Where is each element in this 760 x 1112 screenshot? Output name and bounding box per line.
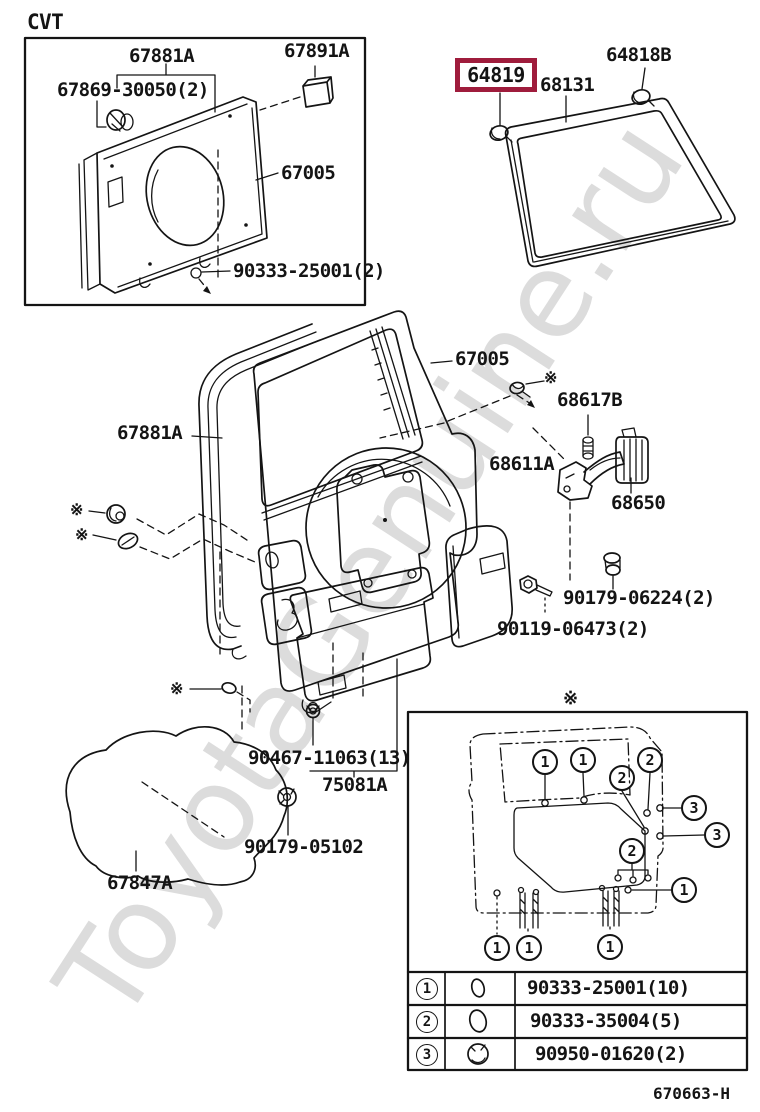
part-label-67881a-cvt[interactable]: 67881A: [129, 45, 195, 67]
grommet-icon-3: [467, 1043, 489, 1065]
part-label-67881a[interactable]: 67881A: [117, 422, 183, 444]
fastener-inset-art: [406, 710, 749, 1072]
reference-mark-left-2: ※: [75, 525, 89, 544]
weatherstrip-art: [198, 323, 321, 660]
part-label-90333-25001[interactable]: 90333-25001(2): [233, 260, 385, 282]
highlighted-part-box[interactable]: 64819: [455, 58, 537, 92]
callout-3: 3: [704, 822, 730, 848]
callout-2: 2: [609, 765, 635, 791]
drawing-number: 670663-H: [653, 1084, 731, 1103]
part-label-68650[interactable]: 68650: [611, 492, 666, 514]
door-panel-art: [252, 310, 513, 714]
back-glass-art: [489, 67, 736, 268]
part-label-68611a[interactable]: 68611A: [489, 453, 555, 475]
part-label-64819[interactable]: 64819: [467, 63, 525, 87]
part-label-67005[interactable]: 67005: [455, 348, 510, 370]
callout-3: 3: [681, 795, 707, 821]
legend-part-90950-01620[interactable]: 90950-01620(2): [535, 1043, 687, 1065]
legend-num-3: 3: [416, 1044, 438, 1066]
callout-1: 1: [671, 877, 697, 903]
cvt-trim-panel-art: [78, 63, 334, 294]
part-label-67891a[interactable]: 67891A: [284, 40, 350, 62]
clip-icon-2: [468, 1009, 488, 1033]
reference-mark-door-top: ※: [544, 368, 558, 387]
clip-icon-1: [470, 978, 486, 998]
part-label-67005-cvt[interactable]: 67005: [281, 162, 336, 184]
callout-2: 2: [637, 747, 663, 773]
legend-part-90333-35004[interactable]: 90333-35004(5): [530, 1010, 682, 1032]
door-leaders-and-clips: [88, 360, 567, 836]
part-label-68617b[interactable]: 68617B: [557, 389, 623, 411]
legend-part-90333-25001-10[interactable]: 90333-25001(10): [527, 977, 690, 999]
callout-1: 1: [532, 749, 558, 775]
part-label-90179-05102[interactable]: 90179-05102: [244, 836, 364, 858]
legend-num-2: 2: [416, 1011, 438, 1033]
reference-mark-bottom-left: ※: [170, 679, 184, 698]
part-label-67869-30050[interactable]: 67869-30050(2): [57, 79, 209, 101]
part-label-75081a[interactable]: 75081A: [322, 774, 388, 796]
part-label-90119-06473[interactable]: 90119-06473(2): [497, 618, 649, 640]
callout-1: 1: [597, 934, 623, 960]
reference-mark-inset: ※: [563, 688, 579, 709]
legend-num-1: 1: [416, 978, 438, 1000]
part-label-90467-11063[interactable]: 90467-11063(13): [248, 747, 411, 769]
callout-1: 1: [516, 935, 542, 961]
part-label-90179-06224[interactable]: 90179-06224(2): [563, 587, 715, 609]
callout-1: 1: [484, 935, 510, 961]
variant-label-cvt: CVT: [27, 10, 64, 34]
part-label-67847a[interactable]: 67847A: [107, 872, 173, 894]
part-label-64818b[interactable]: 64818B: [606, 44, 672, 66]
callout-1: 1: [570, 747, 596, 773]
weatherstrip-blob-art: [65, 725, 289, 886]
check-strap-art: [519, 414, 649, 617]
cvt-inset-frame: [23, 36, 367, 307]
part-label-68131[interactable]: 68131: [540, 74, 595, 96]
callout-2: 2: [619, 838, 645, 864]
reference-mark-left-1: ※: [70, 500, 84, 519]
